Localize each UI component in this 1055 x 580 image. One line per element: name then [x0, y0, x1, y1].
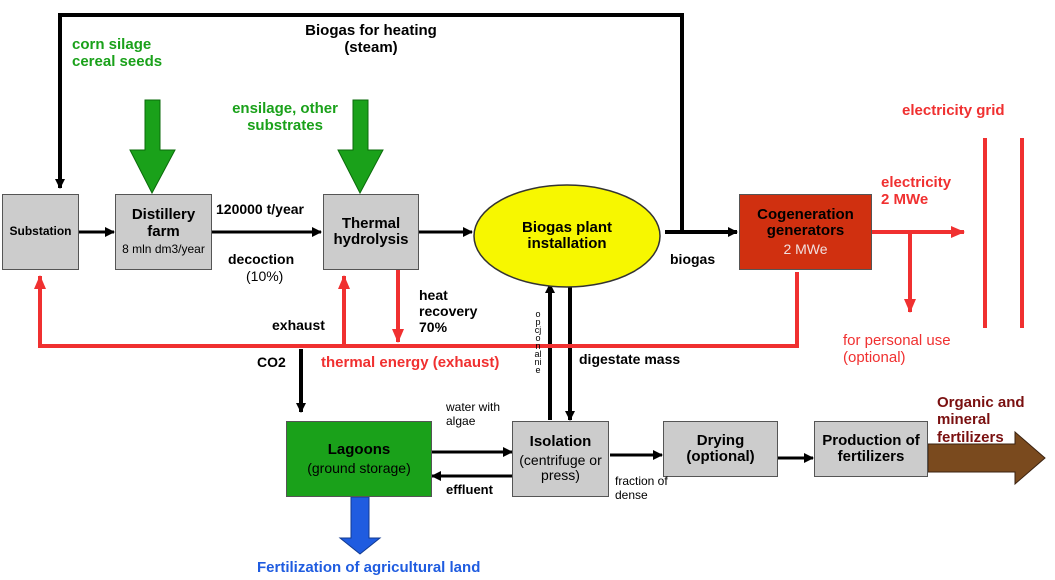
thermal-hydrolysis-label: Thermal hydrolysis — [333, 214, 409, 248]
biogas-plant-ellipse — [473, 184, 661, 288]
biogas-plant-label-wrap: Biogas plant installation — [490, 208, 644, 264]
water-algae-label: water with algae — [446, 400, 501, 428]
production-label: Production of fertilizers — [822, 431, 920, 465]
thermal-hydrolysis-box: Thermal hydrolysis — [323, 194, 419, 270]
biogas-heating-label: Biogas for heating (steam) — [305, 22, 437, 57]
thermal-energy-label: thermal energy (exhaust) — [321, 354, 500, 371]
tonnage-label: 120000 t/year — [216, 201, 304, 217]
digestate-label: digestate mass — [579, 351, 681, 367]
production-box: Production of fertilizers — [814, 421, 928, 477]
electricity-label: electricity 2 MWe — [881, 174, 952, 209]
decoction-label: decoction — [228, 251, 295, 267]
distillery-sub: 8 mln dm3/year — [122, 242, 205, 257]
ensilage-arrow — [337, 99, 384, 195]
decoction-pct-label: (10%) — [246, 268, 284, 284]
lagoons-box: Lagoons (ground storage) — [286, 421, 432, 497]
fertilization-label: Fertilization of agricultural land — [257, 559, 481, 576]
distillery-box: Distillery farm 8 mln dm3/year — [115, 194, 212, 270]
ensilage-label: ensilage, other substrates — [232, 100, 338, 135]
substation-box: Substation — [2, 194, 79, 270]
fertilization-arrow — [338, 496, 382, 555]
substation-label: Substation — [9, 224, 72, 239]
isolation-sub: (centrifuge or press) — [519, 451, 602, 484]
cogeneration-label: Cogeneration generators — [757, 205, 854, 240]
distillery-label: Distillery farm — [131, 206, 196, 240]
personal-use-label: for personal use (optional) — [843, 332, 951, 367]
cogeneration-sub: 2 MWe — [783, 240, 828, 257]
fertilizers-label: Organic and mineral fertilizers — [937, 394, 1025, 446]
corn-silage-arrow — [129, 99, 176, 195]
drying-box: Drying (optional) — [663, 421, 778, 477]
isolation-label: Isolation — [529, 433, 592, 451]
biogas-label: biogas — [670, 251, 716, 267]
biogas-heating-line — [55, 13, 684, 232]
exhaust-label: exhaust — [272, 317, 325, 333]
isolation-box: Isolation (centrifuge or press) — [512, 421, 609, 497]
electricity-grid-label: electricity grid — [902, 102, 1005, 119]
fraction-dense-label: fraction of dense — [615, 474, 668, 502]
heat-recovery-label: heat recovery 70% — [419, 287, 478, 336]
biogas-plant-label: Biogas plant installation — [521, 218, 612, 252]
drying-label: Drying (optional) — [686, 431, 755, 465]
cogeneration-box: Cogeneration generators 2 MWe — [739, 194, 872, 270]
thermal-energy-line — [34, 272, 799, 348]
corn-silage-label: corn silage cereal seeds — [72, 36, 163, 71]
optional-vertical-label: opcjonalnie — [534, 309, 542, 375]
effluent-label: effluent — [446, 482, 493, 497]
fertilizers-arrow — [927, 430, 1046, 486]
co2-label: CO2 — [257, 354, 286, 370]
lagoons-sub: (ground storage) — [307, 459, 411, 476]
lagoons-label: Lagoons — [327, 441, 391, 459]
